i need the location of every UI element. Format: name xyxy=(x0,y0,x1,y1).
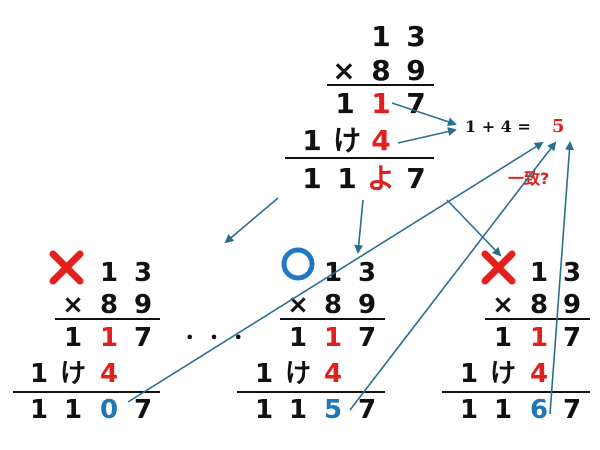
arrow-left-answer-to-equation xyxy=(127,141,544,403)
left-ans-thousands: 1 xyxy=(30,395,48,425)
right-p1-ones: 7 xyxy=(563,323,581,353)
top-ans-thousands: 1 xyxy=(302,162,321,195)
arrow-middle-answer-to-equation xyxy=(349,141,557,411)
top-ans-ones: 7 xyxy=(406,162,425,195)
mid-ans-tens: 5 xyxy=(324,395,342,425)
right-ans-thousands: 1 xyxy=(460,395,478,425)
right-ans-hundreds: 1 xyxy=(494,395,512,425)
equation-rhs: 5 xyxy=(552,116,565,137)
top-p2-tens: 4 xyxy=(371,124,390,157)
arrow-top-to-right xyxy=(446,199,502,257)
left-ans-ones: 7 xyxy=(134,395,152,425)
mid-b-tens: 8 xyxy=(324,290,342,320)
right-a-ones: 3 xyxy=(563,258,581,288)
candidate-right: 1 3 × 8 9 1 1 7 1 け 4 1 1 6 7 xyxy=(442,250,590,425)
equation: 1 + 4 = 5 xyxy=(465,116,565,137)
candidate-left: 1 3 × 8 9 1 1 7 1 け 4 1 1 0 7 xyxy=(13,250,160,425)
right-b-tens: 8 xyxy=(530,290,548,320)
circle-icon xyxy=(281,247,315,281)
right-a-tens: 1 xyxy=(530,258,548,288)
top-multiplication: 1 3 × 8 9 1 1 7 1 け 4 1 1 よ 7 xyxy=(285,20,434,195)
left-p2-tens: 4 xyxy=(100,359,118,389)
arrow-top-to-left xyxy=(224,197,279,244)
equation-lhs: 1 + 4 = xyxy=(465,117,531,136)
mid-a-ones: 3 xyxy=(358,258,376,288)
mid-b-ones: 9 xyxy=(358,290,376,320)
mid-ans-ones: 7 xyxy=(358,395,376,425)
left-p1-tens: 1 xyxy=(100,323,118,353)
right-times-sign: × xyxy=(492,290,514,320)
mid-p1-hundreds: 1 xyxy=(289,323,307,353)
left-b-ones: 9 xyxy=(134,290,152,320)
top-b-tens: 8 xyxy=(371,54,390,87)
cross-icon xyxy=(49,250,84,285)
right-p2-tens: 4 xyxy=(530,359,548,389)
left-ans-hundreds: 1 xyxy=(64,395,82,425)
right-p2-hundreds: け xyxy=(490,359,516,389)
right-p1-hundreds: 1 xyxy=(494,323,512,353)
arrow-right-answer-to-equation xyxy=(549,141,574,415)
left-ans-tens: 0 xyxy=(100,395,118,425)
top-p2-hundreds: け xyxy=(333,124,361,157)
right-ans-ones: 7 xyxy=(563,395,581,425)
mid-ans-hundreds: 1 xyxy=(289,395,307,425)
top-p1-tens: 1 xyxy=(371,87,390,120)
right-p1-tens: 1 xyxy=(530,323,548,353)
mid-times-sign: × xyxy=(287,290,309,320)
ellipsis: ・ ・ ・ xyxy=(181,328,248,349)
left-p2-hundreds: け xyxy=(60,359,86,389)
top-a-tens: 1 xyxy=(371,20,390,53)
mid-p1-ones: 7 xyxy=(358,323,376,353)
mid-p2-tens: 4 xyxy=(324,359,342,389)
candidate-middle: 1 3 × 8 9 1 1 7 1 け 4 1 1 5 7 xyxy=(237,247,385,425)
top-p1-ones: 7 xyxy=(406,87,425,120)
top-times-sign: × xyxy=(332,54,355,87)
left-times-sign: × xyxy=(62,290,84,320)
mid-p2-thousands: 1 xyxy=(255,359,273,389)
top-ans-tens: よ xyxy=(367,162,395,195)
top-p2-thousands: 1 xyxy=(302,124,321,157)
arrow-p1-to-equation xyxy=(391,102,457,127)
left-a-tens: 1 xyxy=(100,258,118,288)
arrow-top-to-middle xyxy=(354,199,364,254)
right-p2-thousands: 1 xyxy=(460,359,478,389)
arrow-p2-to-equation xyxy=(397,127,457,144)
top-b-ones: 9 xyxy=(406,54,425,87)
top-ans-hundreds: 1 xyxy=(337,162,356,195)
left-p1-hundreds: 1 xyxy=(64,323,82,353)
top-a-ones: 3 xyxy=(406,20,425,53)
right-ans-tens: 6 xyxy=(530,395,548,425)
right-b-ones: 9 xyxy=(563,290,581,320)
cross-icon xyxy=(481,250,516,285)
left-b-tens: 8 xyxy=(100,290,118,320)
arrows xyxy=(127,102,574,415)
mid-ans-thousands: 1 xyxy=(255,395,273,425)
mid-p2-hundreds: け xyxy=(285,359,311,389)
left-a-ones: 3 xyxy=(134,258,152,288)
left-p2-thousands: 1 xyxy=(30,359,48,389)
mid-p1-tens: 1 xyxy=(324,323,342,353)
left-p1-ones: 7 xyxy=(134,323,152,353)
top-p1-hundreds: 1 xyxy=(335,87,354,120)
